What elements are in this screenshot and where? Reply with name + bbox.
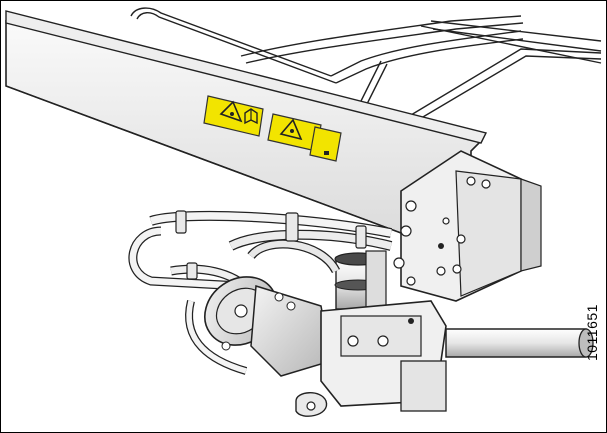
read-manual-icon (244, 108, 258, 125)
extension-rod (445, 328, 594, 358)
upper-hydraulic-lines (130, 7, 602, 128)
info-tag-icon (309, 126, 342, 162)
hydraulic-motor (204, 276, 332, 377)
rotator-column (334, 250, 387, 312)
safety-decals (203, 95, 342, 162)
hazard-warning-icon (203, 95, 264, 137)
hose-clamps (175, 210, 367, 280)
mounting-bracket (393, 150, 542, 302)
lower-housing (295, 300, 447, 417)
figure-id-text: 1011651 (584, 304, 600, 362)
